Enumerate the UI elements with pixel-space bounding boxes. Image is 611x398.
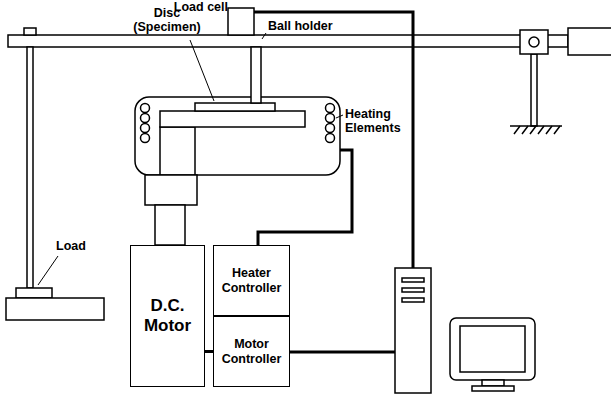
load-arm (27, 47, 33, 288)
computer (472, 386, 514, 391)
leader-line (38, 256, 58, 285)
part-label: Disc (Specimen) (128, 6, 206, 35)
signal-wire (290, 351, 395, 354)
controller-box: Motor Controller (213, 316, 290, 387)
part-label: Load (56, 239, 106, 253)
part-label: Ball holder (268, 19, 358, 33)
computer (460, 326, 525, 372)
part-label: Heating Elements (345, 107, 415, 136)
controller-box: Heater Controller (213, 245, 290, 316)
load-arm (24, 28, 36, 35)
computer (402, 278, 424, 282)
furnace (326, 134, 335, 143)
computer (450, 318, 535, 380)
furnace (135, 97, 340, 175)
furnace (326, 124, 335, 133)
furnace (141, 134, 150, 143)
furnace (141, 114, 150, 123)
box-text: D.C. Motor (134, 296, 201, 335)
load-cell (228, 8, 254, 35)
leader-line (190, 40, 214, 101)
load-arm (6, 28, 568, 320)
computer (395, 268, 431, 393)
pivot-support (529, 37, 539, 47)
furnace (326, 114, 335, 123)
disc-and-shaft (160, 127, 195, 175)
box-text: Motor Controller (217, 337, 286, 366)
disc-and-shaft (160, 111, 305, 127)
pivot-support (531, 54, 537, 126)
pivot-support (520, 30, 548, 54)
computer (482, 380, 504, 386)
leader-line (262, 33, 266, 39)
computer (402, 288, 424, 292)
load-cell (228, 8, 254, 35)
furnace (141, 124, 150, 133)
box-text: Heater Controller (217, 266, 286, 295)
load-arm (8, 35, 568, 47)
furnace (135, 97, 340, 175)
load-arm (6, 298, 104, 320)
computer (402, 298, 424, 302)
pivot-support (514, 126, 560, 134)
furnace (326, 104, 335, 113)
disc-and-shaft (155, 205, 185, 245)
pivot-support (568, 28, 611, 55)
disc-and-shaft (195, 103, 275, 111)
computer (395, 268, 535, 393)
leader-line (336, 115, 343, 118)
pivot-support (510, 28, 611, 134)
motor-box: D.C. Motor (130, 245, 205, 387)
furnace (141, 104, 150, 113)
disc-and-shaft (145, 47, 305, 245)
disc-and-shaft (251, 47, 261, 103)
load-arm (16, 288, 52, 298)
connector-wire (205, 350, 213, 353)
disc-and-shaft (145, 175, 197, 205)
